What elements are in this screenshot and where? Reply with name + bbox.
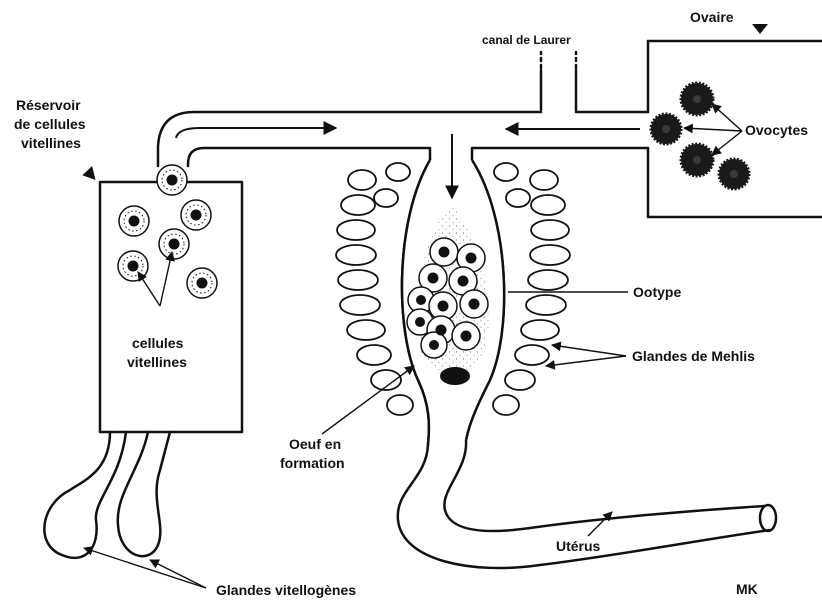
egg-shell	[440, 367, 470, 385]
reservoir-pointer-triangle	[82, 164, 99, 180]
label-cellules-line2: vitellines	[127, 353, 187, 371]
label-glandes-de-mehlis: Glandes de Mehlis	[632, 347, 755, 365]
leader-cellules-1	[138, 272, 160, 306]
label-signature: MK	[736, 580, 758, 598]
oviduct-bottom-wall-right	[472, 148, 648, 160]
label-reservoir-line3: vitellines	[21, 134, 81, 152]
leader-mehlis-2	[546, 356, 626, 366]
label-ovaire: Ovaire	[690, 8, 734, 26]
label-uterus: Utérus	[556, 537, 600, 555]
label-canal-de-laurer: canal de Laurer	[482, 31, 571, 49]
leader-uterus	[588, 512, 612, 536]
vitellogenic-gland-left	[44, 432, 126, 558]
vitellogenic-gland-right	[118, 432, 170, 556]
uterus-opening	[760, 505, 776, 531]
uterus-inner-wall	[444, 440, 765, 531]
oviduct-top-wall	[158, 112, 648, 166]
label-ootype: Ootype	[633, 283, 681, 301]
leader-ovocytes-1	[712, 104, 742, 131]
ovaire-pointer-triangle	[752, 24, 768, 34]
ovocytes-group	[651, 83, 749, 189]
leader-vitellogenes-1	[84, 548, 206, 588]
label-oeuf-line1: Oeuf en	[289, 435, 341, 453]
leader-cellules-2	[160, 252, 172, 306]
label-glandes-vitellogenes: Glandes vitellogènes	[216, 581, 356, 599]
leader-mehlis-1	[552, 345, 626, 356]
label-reservoir-line1: Réservoir	[16, 96, 81, 114]
label-ovocytes: Ovocytes	[745, 121, 808, 139]
laurer-canal-dashes	[541, 52, 576, 68]
flow-arrow-reservoir-to-ootype	[176, 128, 336, 138]
label-oeuf-line2: formation	[280, 454, 345, 472]
label-reservoir-line2: de cellules	[14, 115, 86, 133]
leader-ovocytes-3	[712, 131, 742, 155]
leader-vitellogenes-2	[150, 560, 206, 588]
label-cellules-line1: cellules	[132, 334, 183, 352]
reservoir-vitelline-cells	[118, 165, 217, 298]
leader-ovocytes-2	[684, 128, 742, 131]
